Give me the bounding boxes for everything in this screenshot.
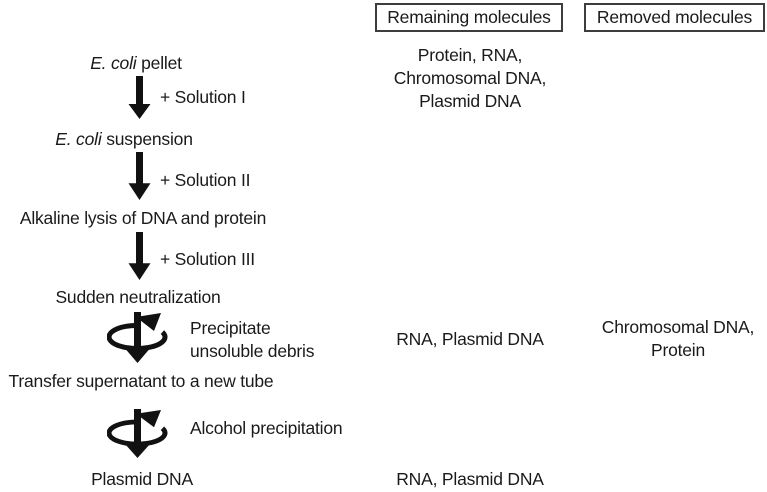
solution-3-label: + Solution III <box>160 249 255 269</box>
remaining-molecules-header-box: Remaining molecules <box>375 3 563 32</box>
removed-cell-stage2: Chromosomal DNA, Protein <box>601 317 755 360</box>
flow-step-sudden-neutralization: Sudden neutralization <box>55 287 221 307</box>
solution-1-label: + Solution I <box>160 87 246 107</box>
remaining-cell-stage3: RNA, Plasmid DNA <box>396 469 544 489</box>
remaining-cell-stage1: Protein, RNA, Chromosomal DNA, Plasmid D… <box>393 45 547 111</box>
down-arrow-icon <box>128 76 151 119</box>
ecoli-italic: E. coli <box>90 53 137 73</box>
solution-2-label: + Solution II <box>160 170 251 190</box>
centrifuge-spin-icon <box>107 409 168 459</box>
ecoli-italic: E. coli <box>55 129 102 149</box>
centrifuge-spin-icon <box>107 312 168 363</box>
flow-step-plasmid-dna: Plasmid DNA <box>91 469 193 489</box>
removed-molecules-header-box: Removed molecules <box>584 3 765 32</box>
centrifuge-1-label: Precipitate unsoluble debris <box>190 318 315 361</box>
remaining-molecules-header-label: Remaining molecules <box>387 7 551 27</box>
centrifuge-2-label: Alcohol precipitation <box>190 418 343 438</box>
flow-step-ecoli-suspension: E. coli suspension <box>55 129 193 149</box>
flow-step-transfer-supernatant: Transfer supernatant to a new tube <box>8 371 274 391</box>
down-arrow-icon <box>128 152 151 200</box>
down-arrow-icon <box>128 232 151 280</box>
removed-molecules-header-label: Removed molecules <box>596 7 753 27</box>
flow-step-alkaline-lysis: Alkaline lysis of DNA and protein <box>19 208 267 228</box>
flow-step-ecoli-pellet: E. coli pellet <box>90 53 182 73</box>
remaining-cell-stage2: RNA, Plasmid DNA <box>396 329 544 349</box>
